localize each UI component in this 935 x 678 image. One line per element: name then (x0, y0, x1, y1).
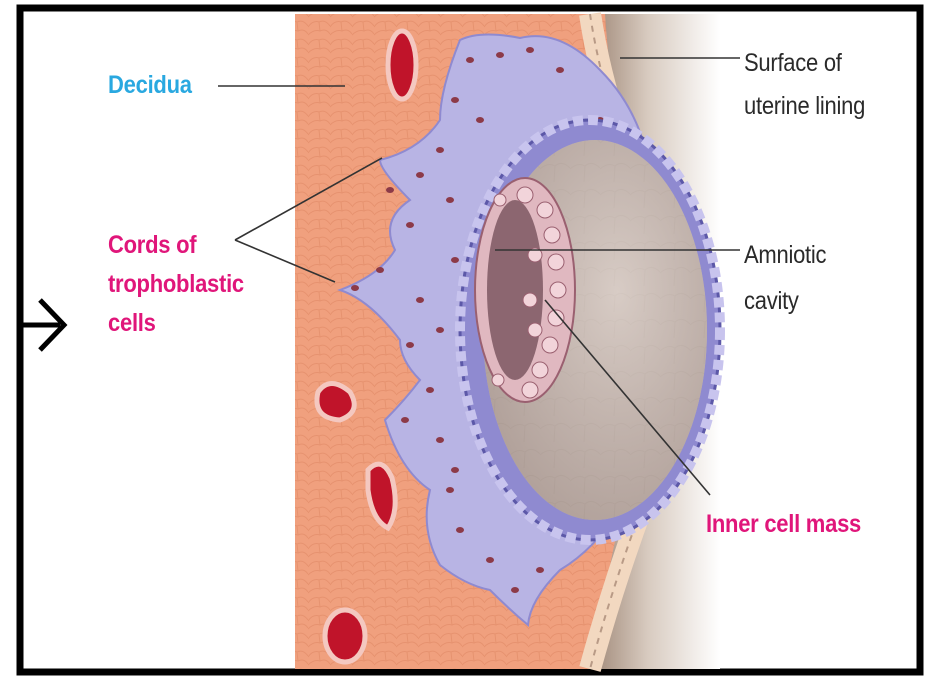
label-cords-of-trophoblastic-cells: Cords of trophoblastic cells (108, 226, 244, 343)
label-surface-of-uterine-lining: Surface of uterine lining (744, 42, 865, 128)
label-decidua: Decidua (108, 71, 192, 100)
label-inner-cell-mass: Inner cell mass (706, 510, 861, 539)
label-amniotic-cavity: Amniotic cavity (744, 232, 826, 324)
